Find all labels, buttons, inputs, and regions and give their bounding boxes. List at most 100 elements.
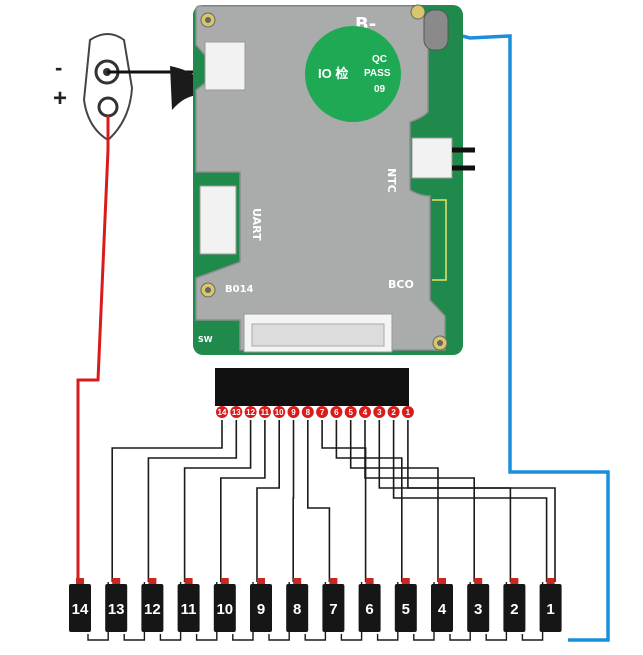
battery-cell: 6 <box>358 578 381 632</box>
cell-label: 1 <box>546 601 554 618</box>
series-link <box>304 582 327 641</box>
harness-pin: 1 <box>401 406 414 418</box>
battery-cells: 14 13 12 11 10 9 8 7 6 5 4 3 2 1 <box>69 578 562 632</box>
cell-label: 7 <box>329 601 337 618</box>
pin-label: 7 <box>320 408 325 417</box>
cell-label: 5 <box>402 601 410 618</box>
pin-label: 12 <box>246 408 255 417</box>
svg-text:QC: QC <box>372 54 387 65</box>
cell-label: 8 <box>293 601 301 618</box>
pin-label: 2 <box>391 408 396 417</box>
series-link <box>195 582 218 641</box>
harness-plug <box>215 368 409 406</box>
harness-pin: 13 <box>230 406 243 418</box>
harness-pin: 4 <box>359 406 371 418</box>
battery-cell: 13 <box>105 578 128 632</box>
series-link <box>159 582 182 641</box>
balance-wire <box>111 420 223 582</box>
balance-wire <box>321 420 367 582</box>
cell-label: 9 <box>257 601 265 618</box>
series-link <box>232 582 254 641</box>
harness-pin: 5 <box>344 406 357 418</box>
harness-pin: 12 <box>244 406 257 418</box>
series-link <box>268 582 290 641</box>
sw-label: SW <box>198 335 213 344</box>
battery-cell: 11 <box>177 578 200 632</box>
svg-text:PASS: PASS <box>364 68 391 79</box>
series-link <box>123 582 146 641</box>
harness-pin: 3 <box>373 406 386 418</box>
pin-label: 9 <box>291 408 296 417</box>
cell-label: 2 <box>510 601 518 618</box>
svg-text:IO 检: IO 检 <box>318 66 348 81</box>
cell-label: 4 <box>438 601 447 618</box>
balance-wire <box>392 420 548 582</box>
battery-cell: 1 <box>539 578 562 632</box>
pin-label: 10 <box>275 408 284 417</box>
harness-pin: 2 <box>387 406 400 418</box>
series-link <box>521 582 544 641</box>
cell-label: 14 <box>72 601 89 618</box>
balance-wire <box>378 420 512 582</box>
harness-pin: 11 <box>258 406 271 418</box>
bco-label: BCO <box>388 278 414 291</box>
battery-cell: 3 <box>467 578 490 632</box>
ntc-label: NTC <box>385 168 398 193</box>
cell-label: 11 <box>181 601 197 618</box>
harness-pin: 10 <box>273 406 286 418</box>
pin-label: 8 <box>306 408 311 417</box>
battery-cell: 9 <box>250 578 272 632</box>
pin-label: 14 <box>218 408 227 417</box>
battery-cell: 14 <box>69 578 91 632</box>
pin-label: 3 <box>377 408 382 417</box>
harness-pin: 6 <box>330 406 343 418</box>
bms-board: B- QC PASS 09 IO 检 NTC UART B014 BCO SW <box>193 4 475 355</box>
series-link <box>87 582 109 641</box>
battery-cell: 2 <box>503 578 526 632</box>
power-connector: - + <box>53 33 134 142</box>
balance-wire <box>407 420 556 582</box>
pin-label: 6 <box>334 408 339 417</box>
battery-cell: 5 <box>394 578 417 632</box>
balance-wire <box>147 420 238 582</box>
pin-label: 5 <box>348 408 353 417</box>
blue-b-minus-wire <box>437 28 610 642</box>
cell-label: 10 <box>216 601 233 618</box>
pin-label: 13 <box>232 408 241 417</box>
series-link <box>376 582 399 641</box>
red-positive-wire <box>76 116 110 582</box>
harness-pin: 9 <box>287 406 300 418</box>
harness-pin: 14 <box>216 406 228 418</box>
uart-label: UART <box>250 208 263 241</box>
pin-label: 4 <box>363 408 368 417</box>
battery-cell: 7 <box>322 578 345 632</box>
series-link <box>485 582 508 641</box>
svg-text:09: 09 <box>374 84 386 95</box>
balance-wire <box>335 420 403 582</box>
pin-label: 11 <box>261 408 270 417</box>
harness-pin: 7 <box>316 406 329 418</box>
balance-wire <box>220 420 266 582</box>
model-label: B014 <box>225 284 254 295</box>
battery-cell: 10 <box>213 578 236 632</box>
series-link <box>340 582 363 641</box>
battery-cell: 4 <box>431 578 453 632</box>
qc-pass-sticker: QC PASS 09 IO 检 <box>305 26 401 122</box>
cell-label: 13 <box>108 601 125 618</box>
plus-label: + <box>53 85 67 112</box>
pin-label: 1 <box>406 408 411 417</box>
minus-label: - <box>55 55 62 80</box>
series-link <box>449 582 471 641</box>
battery-cell: 12 <box>141 578 164 632</box>
cell-label: 12 <box>144 601 161 618</box>
cell-label: 6 <box>365 601 373 618</box>
ntc-connector <box>411 137 453 179</box>
series-link <box>413 582 435 641</box>
battery-cell: 8 <box>286 578 309 632</box>
uart-connector <box>199 185 237 255</box>
cell-label: 3 <box>474 601 482 618</box>
balance-wire <box>364 420 475 582</box>
harness-pin: 8 <box>301 406 314 418</box>
